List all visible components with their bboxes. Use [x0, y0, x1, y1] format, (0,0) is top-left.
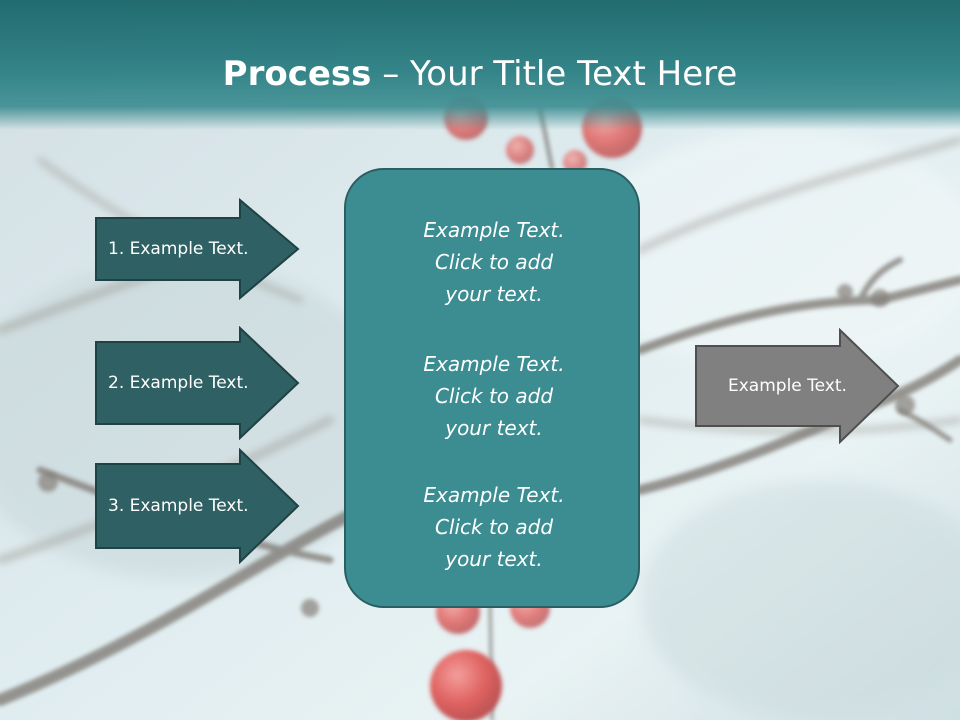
right-arrow[interactable]: Example Text. [694, 328, 900, 444]
left-arrow-2[interactable]: 2. Example Text. [94, 326, 300, 440]
slide-title[interactable]: Process – Your Title Text Here [0, 48, 960, 100]
arrow-shape [695, 328, 900, 444]
title-band [0, 0, 960, 130]
title-bold: Process [222, 54, 372, 94]
block-line: Click to add [434, 384, 554, 408]
block-line: Click to add [434, 250, 554, 274]
center-text-box[interactable]: Example Text. Click to add your text. Ex… [344, 168, 640, 608]
block-line: your text. [445, 547, 543, 571]
block-line: Example Text. [423, 483, 565, 507]
left-arrow-1[interactable]: 1. Example Text. [94, 198, 300, 300]
center-text-block-3: Example Text. Click to add your text. [346, 479, 642, 575]
left-arrow-label: 2. Example Text. [108, 373, 249, 393]
left-arrow-label: 3. Example Text. [108, 496, 249, 516]
block-line: Click to add [434, 515, 554, 539]
block-line: your text. [445, 416, 543, 440]
left-arrow-3[interactable]: 3. Example Text. [94, 448, 300, 564]
block-line: Example Text. [423, 352, 565, 376]
left-arrow-label: 1. Example Text. [108, 239, 249, 259]
block-line: your text. [445, 282, 543, 306]
arrow-shape [95, 326, 300, 440]
title-rest: Your Title Text Here [410, 54, 738, 94]
arrow-shape [95, 198, 300, 300]
title-dash: – [371, 54, 411, 94]
block-line: Example Text. [423, 218, 565, 242]
right-arrow-label: Example Text. [728, 376, 847, 396]
center-text-block-2: Example Text. Click to add your text. [346, 348, 642, 444]
center-text-block-1: Example Text. Click to add your text. [346, 214, 642, 310]
arrow-shape [95, 448, 300, 564]
